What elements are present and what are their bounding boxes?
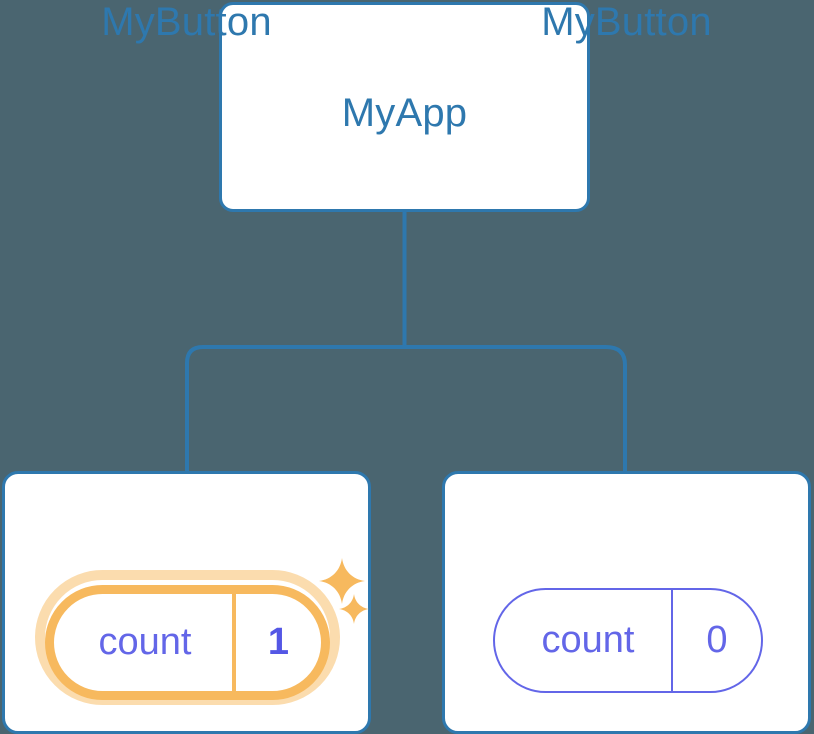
state-pill-left-key: count [98,621,192,663]
state-pill-highlight-glow [35,570,340,705]
state-pill-left-value: 1 [232,594,321,691]
node-mybutton-right-title: MyButton [541,0,712,44]
sparkle-small-icon [339,594,369,624]
sparkle-group [313,558,383,638]
state-pill-left[interactable]: count 1 [45,585,330,700]
state-pill-right-key: count [541,619,635,661]
state-pill-right[interactable]: count 0 [493,588,763,693]
node-myapp-title: MyApp [341,91,468,135]
node-myapp[interactable]: MyApp [219,2,590,212]
node-mybutton-left-title: MyButton [101,0,272,44]
state-pill-left-wrapper: count 1 [35,570,340,705]
state-pill-right-value: 0 [671,590,761,691]
sparkle-large-icon [319,558,365,604]
connector-branches [185,345,627,471]
